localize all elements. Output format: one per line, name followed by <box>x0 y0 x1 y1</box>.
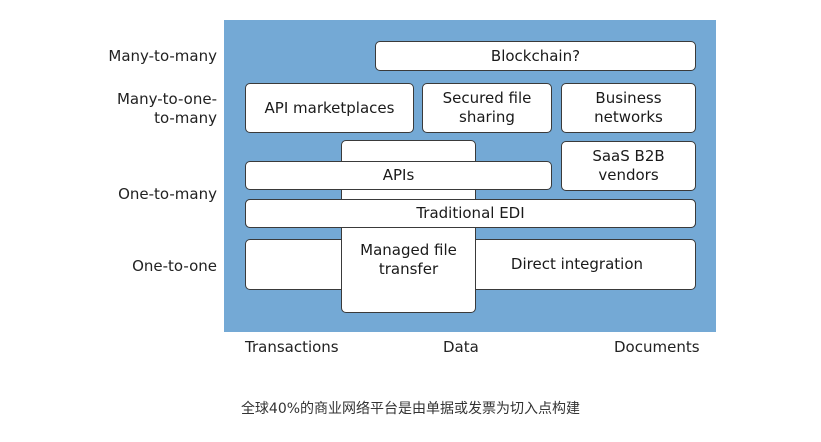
box-business-networks-line1: Business <box>595 89 662 107</box>
axis-label-documents: Documents <box>614 338 700 356</box>
box-managed-file-transfer-line2: transfer <box>378 260 439 278</box>
box-secured-file-sharing: Secured file sharing <box>422 83 552 133</box>
box-managed-file-transfer-line1: Managed file <box>360 241 457 259</box>
row-label-many-to-one-to-many-line1: Many-to-one- <box>116 90 217 108</box>
box-api-marketplaces: API marketplaces <box>245 83 414 133</box>
box-direct-integration-label: Direct integration <box>510 255 643 273</box>
box-secured-file-sharing-line2: sharing <box>459 108 515 126</box>
box-saas-b2b-vendors: SaaS B2B vendors <box>561 141 696 191</box>
box-apis: APIs <box>245 161 552 190</box>
box-api-marketplaces-label: API marketplaces <box>264 98 395 117</box>
row-label-one-to-one: One-to-one <box>132 257 217 275</box>
box-business-networks-line2: networks <box>594 108 663 126</box>
row-label-many-to-one-to-many-line2: to-many <box>154 109 217 127</box>
box-saas-b2b-line1: SaaS B2B <box>592 147 665 165</box>
figure-caption: 全球40%的商业网络平台是由单据或发票为切入点构建 <box>240 401 581 417</box>
axis-label-data: Data <box>443 338 479 356</box>
box-traditional-edi-overlay-label: Traditional EDI <box>416 204 525 222</box>
box-saas-b2b-line2: vendors <box>598 166 659 184</box>
box-blockchain: Blockchain? <box>375 41 696 71</box>
box-traditional-edi-overlay: Traditional EDI <box>245 199 696 228</box>
diagram-panel: Direct integration Traditional EDI Manag… <box>224 20 716 332</box>
axis-label-transactions: Transactions <box>245 338 339 356</box>
row-label-many-to-many: Many-to-many <box>108 47 217 65</box>
box-business-networks: Business networks <box>561 83 696 133</box>
box-apis-label: APIs <box>382 166 415 184</box>
row-label-one-to-many: One-to-many <box>118 185 217 203</box>
box-secured-file-sharing-line1: Secured file <box>442 89 532 107</box>
box-blockchain-label: Blockchain? <box>490 46 581 65</box>
